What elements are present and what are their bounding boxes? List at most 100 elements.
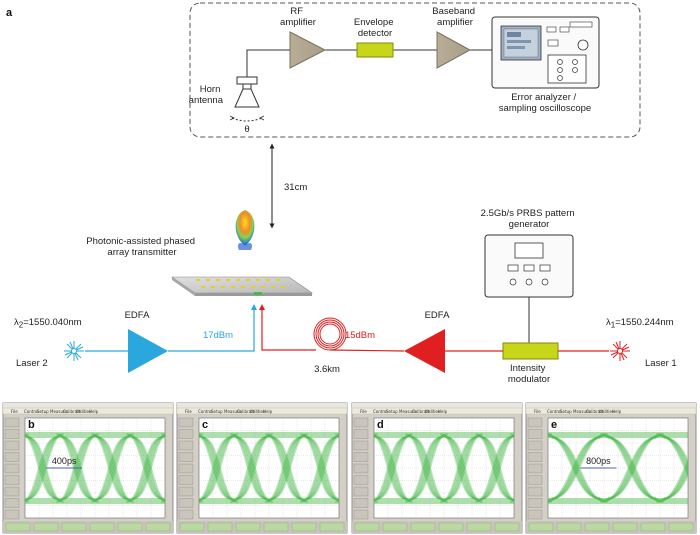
scope-side-button[interactable] [178,486,194,497]
scope-side-button[interactable] [353,440,369,451]
scope-channel-button[interactable] [556,522,582,532]
scope-menu-item[interactable]: Setup [37,409,49,414]
scope-channel-button[interactable] [235,522,261,532]
scope-menu-item[interactable]: Utilities [76,409,91,414]
scope-menu-item[interactable]: File [360,409,367,414]
phased-array-chip-icon [171,276,313,296]
scope-channel-button[interactable] [207,522,233,532]
scope-channel-button[interactable] [640,522,666,532]
scope-menu-item[interactable]: Measure [50,409,68,414]
scope-menu-item[interactable]: Calibrate [237,409,256,414]
scope-channel-button[interactable] [668,522,694,532]
scope-side-button[interactable] [527,486,543,497]
scope-menu-item[interactable]: Control [198,409,212,414]
scope-side-button[interactable] [527,463,543,474]
scope-channel-button[interactable] [145,522,171,532]
scope-menu-item[interactable]: Control [24,409,38,414]
scope-side-button[interactable] [527,429,543,439]
scope-menu-item[interactable]: Setup [560,409,572,414]
scope-side-button[interactable] [178,463,194,474]
scope-side-button[interactable] [4,486,20,497]
scope-side-button[interactable] [4,475,20,485]
scope-menu-item[interactable]: Calibrate [412,409,431,414]
scope-channel-button[interactable] [410,522,436,532]
eye-trace [548,432,688,500]
scope-side-button[interactable] [4,452,20,462]
scope-menu-item[interactable]: Setup [386,409,398,414]
scope-menu-item[interactable]: Help [438,409,448,414]
scope-side-button[interactable] [527,417,543,428]
scope-menu-item[interactable]: Calibrate [586,409,605,414]
scope-menu-item[interactable]: Utilities [599,409,614,414]
eye-trace [374,434,514,501]
scope-channel-button[interactable] [354,522,380,532]
eye-trace [199,435,339,502]
scope-channel-button[interactable] [263,522,289,532]
scope-side-button[interactable] [4,417,20,428]
scope-channel-button[interactable] [117,522,143,532]
scope-menu-item[interactable]: Measure [573,409,591,414]
scope-menu-item[interactable]: Help [263,409,273,414]
scope-side-button[interactable] [178,417,194,428]
scope-channel-button[interactable] [291,522,317,532]
scope-side-button[interactable] [353,429,369,439]
scope-side-button[interactable] [527,440,543,451]
scope-channel-button[interactable] [528,522,554,532]
scope-channel-button[interactable] [438,522,464,532]
scope-menu-item[interactable]: Measure [224,409,242,414]
scope-side-button[interactable] [4,440,20,451]
scope-side-button[interactable] [527,498,543,508]
scope-side-button[interactable] [353,417,369,428]
scope-menu-item[interactable]: Utilities [250,409,265,414]
scope-side-button[interactable] [178,440,194,451]
scope-menu-item[interactable]: File [11,409,18,414]
scope-menu-item[interactable]: Help [89,409,99,414]
scope-menu-item[interactable]: Calibrate [63,409,82,414]
scope-menu-item[interactable]: Control [373,409,387,414]
scope-menu-item[interactable]: Utilities [425,409,440,414]
scope-side-button[interactable] [178,475,194,485]
scope-menu-item[interactable]: Setup [211,409,223,414]
scope-channel-button[interactable] [61,522,87,532]
scope-side-button[interactable] [527,475,543,485]
scope-menu-item[interactable]: Help [612,409,622,414]
eye-trace [374,432,514,500]
scope-side-button[interactable] [353,498,369,508]
scope-menu-item[interactable]: Measure [399,409,417,414]
scope-side-button[interactable] [527,509,543,520]
scope-side-button[interactable] [4,463,20,474]
scope-side-button[interactable] [353,463,369,474]
eye-trace [25,436,165,504]
scope-channel-button[interactable] [89,522,115,532]
eye-trace [548,436,688,503]
scope-channel-button[interactable] [319,522,345,532]
intensity-modulator-label: Intensity modulator [508,363,550,385]
scope-menu-item[interactable]: Control [547,409,561,414]
scope-channel-button[interactable] [612,522,638,532]
scope-side-button[interactable] [178,509,194,520]
scope-side-button[interactable] [178,452,194,462]
eye-rail-top [25,432,165,438]
scope-side-button[interactable] [527,452,543,462]
baseband-amplifier-label: Baseband amplifier [432,6,477,28]
scope-channel-button[interactable] [33,522,59,532]
scope-side-button[interactable] [353,452,369,462]
scope-channel-button[interactable] [466,522,492,532]
scope-side-button[interactable] [178,498,194,508]
scope-channel-button[interactable] [5,522,31,532]
scope-channel-button[interactable] [494,522,520,532]
scope-side-button[interactable] [4,509,20,520]
eye-trace [548,433,688,500]
scope-channel-button[interactable] [584,522,610,532]
scope-side-button[interactable] [4,498,20,508]
scope-side-button[interactable] [353,509,369,520]
scope-title-bar [526,403,696,408]
scope-side-button[interactable] [4,429,20,439]
scope-side-button[interactable] [353,486,369,497]
scope-menu-item[interactable]: File [185,409,192,414]
scope-channel-button[interactable] [179,522,205,532]
scope-side-button[interactable] [178,429,194,439]
scope-channel-button[interactable] [382,522,408,532]
scope-menu-item[interactable]: File [534,409,541,414]
scope-side-button[interactable] [353,475,369,485]
